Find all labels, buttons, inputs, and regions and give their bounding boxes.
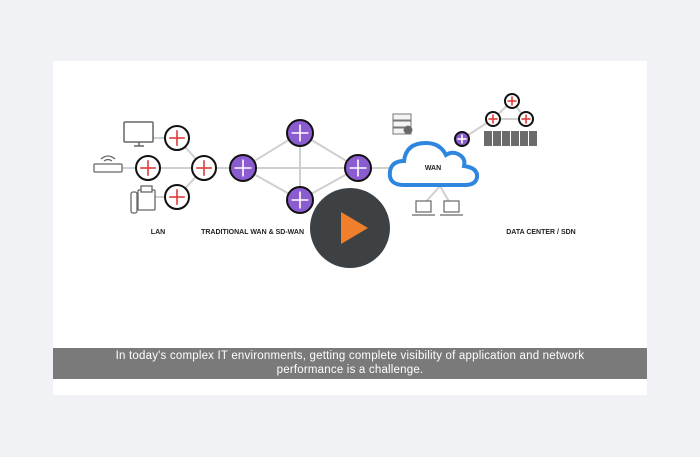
server-rack	[520, 131, 528, 146]
wifi-router-icon	[93, 155, 123, 173]
wan-routers	[229, 119, 470, 214]
router-icon	[191, 155, 217, 181]
router-icon	[164, 184, 190, 210]
router-icon	[454, 131, 470, 147]
router-icon	[164, 125, 190, 151]
router-icon	[485, 111, 501, 127]
caption-line-2: performance is a challenge.	[276, 364, 424, 376]
server-rack	[484, 131, 492, 146]
server-rack	[502, 131, 510, 146]
server-rack	[493, 131, 501, 146]
play-icon	[341, 212, 368, 244]
laptop-icons	[412, 200, 463, 216]
router-icon	[286, 119, 314, 147]
datacenter-servers	[484, 131, 537, 146]
play-button[interactable]	[310, 188, 390, 268]
fax-phone-icon	[130, 185, 156, 214]
server-rack	[529, 131, 537, 146]
monitor-icon	[123, 121, 154, 147]
router-icon	[518, 111, 534, 127]
wan-cloud	[387, 140, 480, 187]
router-icon	[286, 186, 314, 214]
server-rack	[511, 131, 519, 146]
router-icon	[229, 154, 257, 182]
wan-label: TRADITIONAL WAN & SD-WAN	[201, 229, 304, 236]
router-icon	[344, 154, 372, 182]
datacenter-label: DATA CENTER / SDN	[506, 229, 575, 236]
lan-routers	[135, 93, 534, 210]
video-caption: In today's complex IT environments, gett…	[53, 348, 647, 379]
caption-line-1: In today's complex IT environments, gett…	[115, 350, 585, 362]
cloud-label: WAN	[425, 165, 441, 172]
lan-label: LAN	[151, 229, 165, 236]
router-icon	[504, 93, 520, 109]
server-icon	[392, 113, 413, 135]
router-icon	[135, 155, 161, 181]
